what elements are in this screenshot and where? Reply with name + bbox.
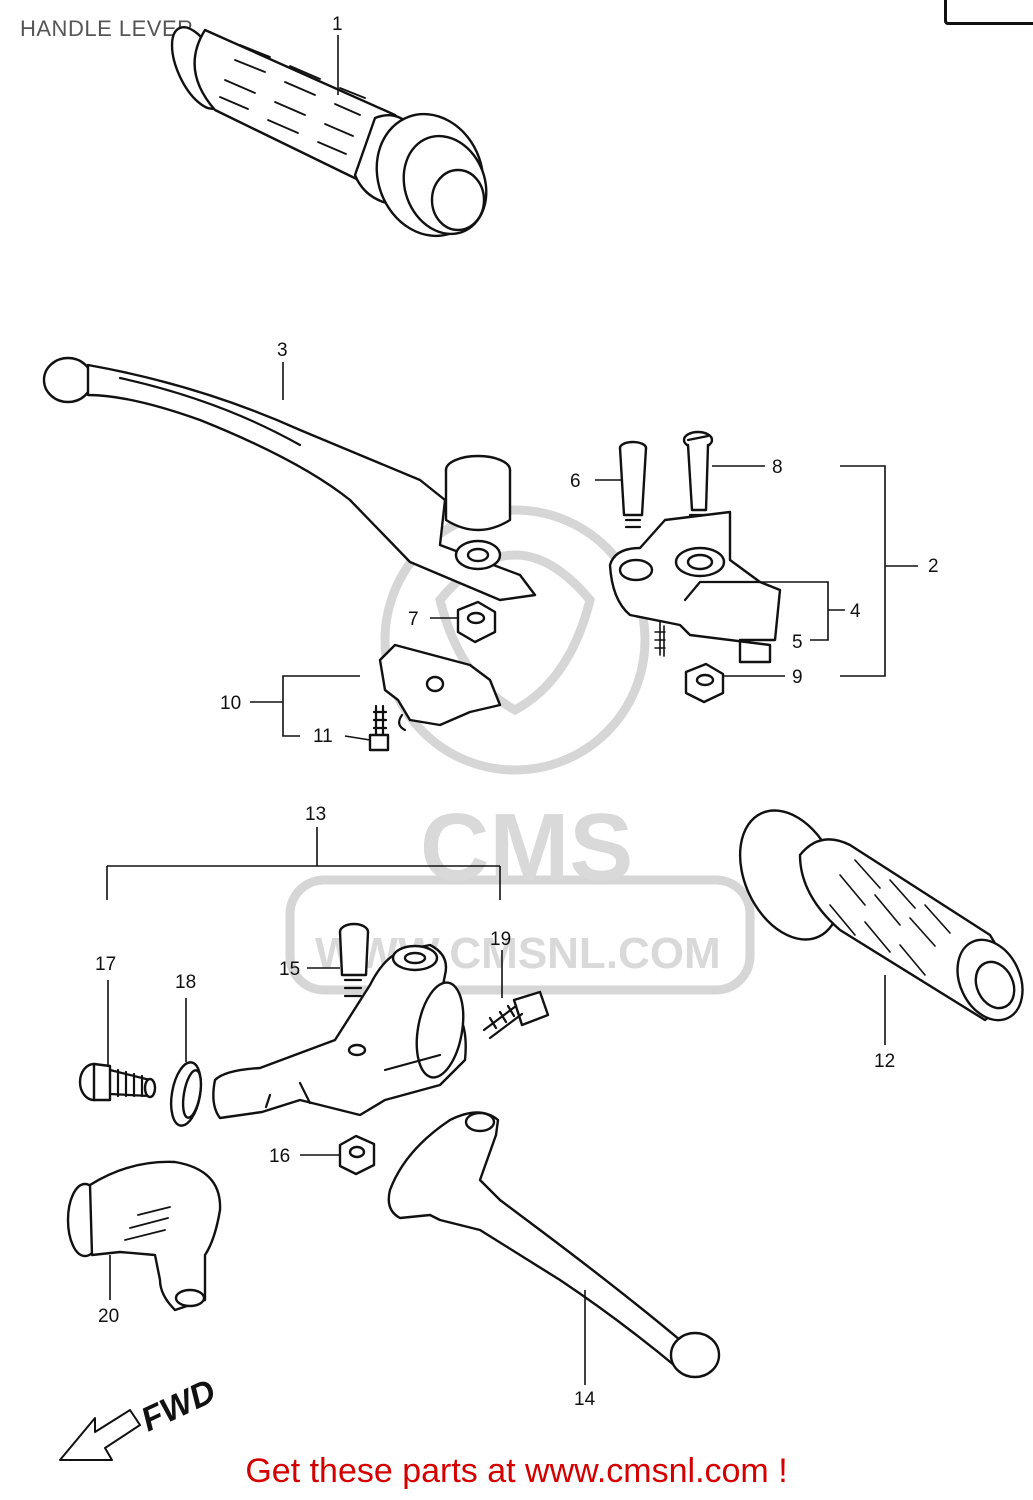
throttle-grip <box>170 26 488 238</box>
brake-lever <box>42 356 537 602</box>
grip-12 <box>738 809 1024 1022</box>
callout-8: 8 <box>772 457 783 478</box>
dust-cover-20 <box>66 1160 222 1312</box>
watermark-url-text: WWW.CMSNL.COM <box>315 929 721 978</box>
callout-3: 3 <box>277 340 288 361</box>
watermark-logo-text: CMS <box>420 794 633 901</box>
callout-4: 4 <box>850 601 861 622</box>
bolt-17 <box>78 1062 157 1102</box>
callout-6: 6 <box>570 471 581 492</box>
callout-13: 13 <box>305 804 326 825</box>
forward-label: FWD <box>135 1372 221 1439</box>
watermark-banner <box>285 875 755 995</box>
callout-10: 10 <box>220 693 241 714</box>
callout-14: 14 <box>574 1389 596 1410</box>
callout-18: 18 <box>175 972 196 993</box>
bolt-19 <box>482 990 550 1040</box>
footer-promo-text: Get these parts at www.cmsnl.com ! <box>245 1452 788 1490</box>
callout-1: 1 <box>332 14 343 35</box>
watermark-ring <box>380 505 650 775</box>
callout-12: 12 <box>874 1051 895 1072</box>
nut-16 <box>338 1134 376 1176</box>
nut-9 <box>684 662 725 704</box>
callout-9: 9 <box>792 667 803 688</box>
callout-labels: 1 2 3 4 5 6 7 8 9 10 11 12 13 14 15 16 1… <box>95 14 939 1410</box>
diagram-title: HANDLE LEVER <box>20 16 194 41</box>
callout-17: 17 <box>95 954 116 975</box>
switch-10 <box>378 643 502 732</box>
clutch-holder <box>212 943 467 1120</box>
callout-11: 11 <box>313 726 333 747</box>
clutch-lever-14 <box>387 1111 721 1379</box>
callout-5: 5 <box>792 632 803 653</box>
screw-11 <box>368 704 390 752</box>
forward-arrow: FWD <box>59 1372 222 1461</box>
callout-15: 15 <box>279 959 300 980</box>
lever-holder <box>608 510 782 664</box>
page-corner-mark <box>944 0 1033 25</box>
pivot-bolt-6 <box>618 440 648 529</box>
leader-lines <box>106 35 918 1385</box>
callout-19: 19 <box>490 929 511 950</box>
callout-2: 2 <box>928 556 939 577</box>
pivot-bolt-15 <box>338 922 370 998</box>
callout-20: 20 <box>98 1306 119 1327</box>
adjuster-18 <box>169 1061 203 1127</box>
callout-16: 16 <box>269 1146 290 1167</box>
callout-7: 7 <box>408 609 419 630</box>
nut-7 <box>456 600 497 644</box>
